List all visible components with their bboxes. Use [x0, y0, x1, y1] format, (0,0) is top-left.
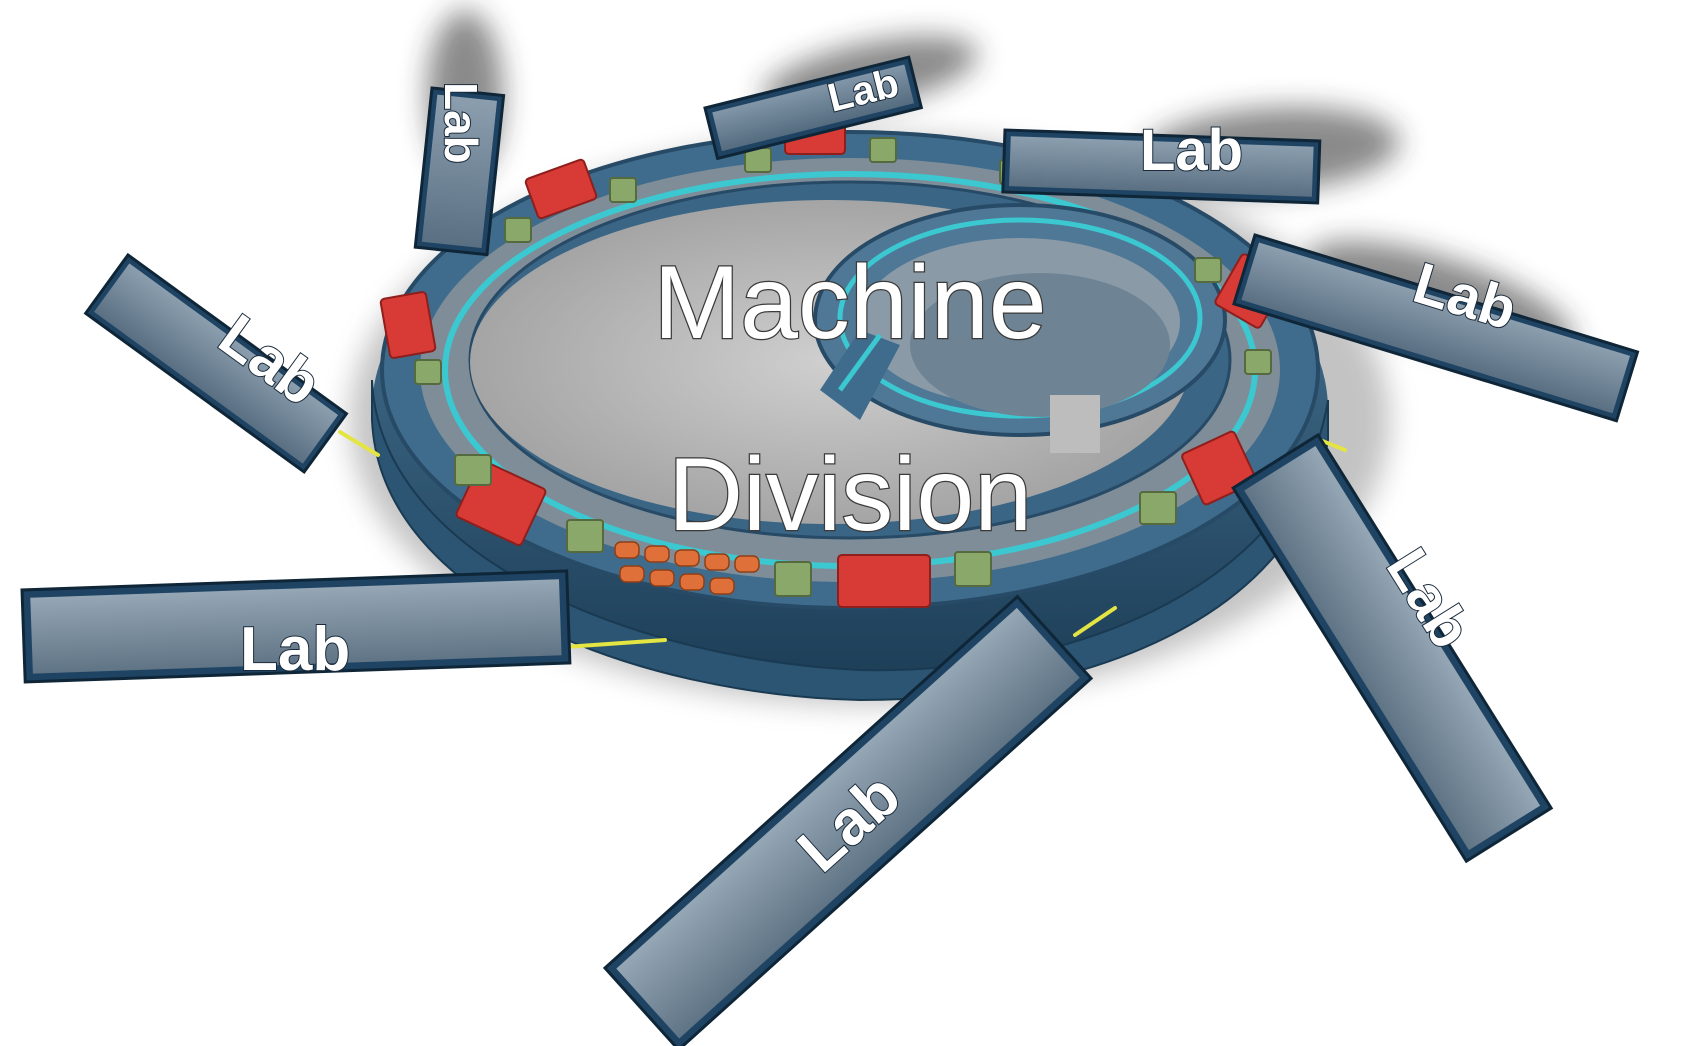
lab-label: Lab [240, 615, 350, 684]
quadrupole-magnet [774, 561, 812, 597]
lab-module-lower-right [1231, 432, 1554, 864]
quadrupole-magnet [454, 454, 492, 486]
dipole-magnet [379, 291, 437, 359]
lab-modules [20, 55, 1640, 1046]
center-title-line1: Machine [653, 245, 1046, 361]
lab-module-left [20, 569, 572, 684]
quadrupole-magnet [1194, 257, 1222, 283]
lab-module-top [703, 55, 924, 161]
booster-ring [813, 203, 1227, 453]
lab-module-top-right [1001, 128, 1322, 205]
lab-module-bottom [602, 594, 1094, 1046]
center-title-line2: Division [668, 437, 1032, 553]
quadrupole-magnet [954, 551, 992, 587]
lab-module-upper-left [83, 252, 349, 475]
rf-cavity [614, 541, 760, 595]
quadrupole-magnet [869, 137, 897, 163]
quadrupole-magnet [504, 217, 532, 243]
quadrupole-magnet [1139, 491, 1177, 525]
lab-label: Lab [1140, 118, 1243, 183]
lab-label: Lab [435, 82, 487, 164]
dipole-magnet [837, 554, 931, 608]
quadrupole-magnet [1244, 349, 1272, 375]
lab-module-right [1232, 233, 1640, 423]
lab-module-top-left [413, 86, 506, 257]
center-title: Machine Division [652, 244, 1048, 555]
dipole-magnet [524, 158, 598, 220]
storage-ring [350, 117, 1390, 705]
ring-front-wall [371, 379, 1329, 702]
quadrupole-magnets [414, 137, 1272, 597]
quadrupole-magnet [609, 177, 637, 203]
quadrupole-magnet [566, 519, 604, 553]
quadrupole-magnet [414, 359, 442, 385]
